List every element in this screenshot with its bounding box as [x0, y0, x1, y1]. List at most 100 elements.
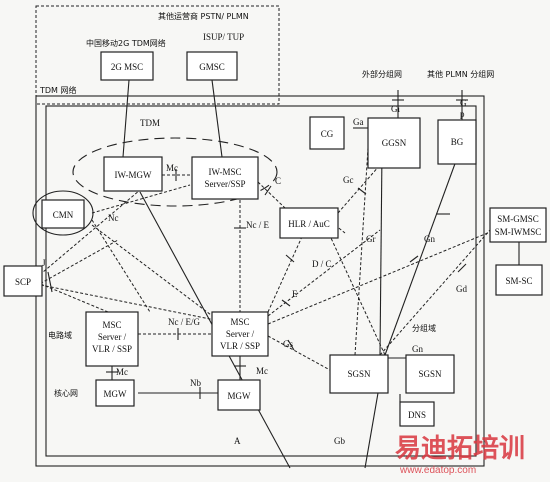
mgw-2-node: [217, 379, 261, 411]
iface-ga: Ga: [353, 117, 364, 127]
scp-label: SCP: [15, 277, 31, 287]
iface-gr: Gr: [366, 234, 376, 244]
msc-server-2-label-1: MSC: [230, 317, 249, 327]
msc-server-1-node: [85, 311, 139, 367]
iw-mgw-node: [103, 156, 163, 192]
msc-server-2-node: [211, 311, 269, 357]
cg-node: [309, 116, 345, 150]
tick: [281, 299, 291, 307]
gmsc-label: GMSC: [199, 62, 225, 72]
sgsn-1-node: [329, 354, 389, 394]
packet-domain-label: 分组域: [412, 323, 436, 333]
tdm-network-label: TDM 网络: [39, 85, 77, 95]
core-network-inner-frame: [45, 105, 477, 457]
link-scp-cmn: [35, 239, 119, 287]
link-cmn-iwmsc: [91, 184, 191, 214]
external-packet-net-label: 外部分组网: [362, 69, 402, 79]
iface-a: A: [234, 436, 241, 446]
link-j: [35, 281, 109, 313]
cmn-label: CMN: [53, 210, 74, 220]
sm-gmsc-node: [489, 207, 547, 243]
mgw-1-node: [95, 379, 135, 407]
tick: [357, 187, 367, 195]
2g-msc-label: 2G MSC: [111, 62, 143, 72]
link-gd: [379, 229, 491, 356]
iw-mgw-label: IW-MGW: [115, 170, 152, 180]
msc-server-1-label-1: MSC: [102, 320, 121, 330]
iface-gd: Gd: [456, 284, 467, 294]
isup-tup-label: ISUP/ TUP: [203, 32, 244, 42]
mgw-1-label: MGW: [104, 389, 128, 399]
link-gs: [267, 335, 331, 371]
cg-label: CG: [321, 129, 334, 139]
sgsn-1-label: SGSN: [347, 369, 371, 379]
sm-sc-label: SM-SC: [505, 276, 532, 286]
link-gr: [324, 224, 386, 356]
link-scp-msc2: [35, 283, 216, 321]
watermark-text: 易迪拓培训: [395, 434, 525, 464]
link-sgsn-ggsn: [379, 149, 383, 356]
cm-2g-tdm-label: 中国移动2G TDM网络: [86, 38, 166, 48]
cmn-node: [41, 199, 85, 229]
core-network-label: 核心网: [54, 388, 78, 398]
link-gb: [364, 392, 379, 469]
tdm-network-region: [35, 5, 280, 105]
2g-msc-node: [100, 51, 154, 81]
link-cmn-msc2: [91, 224, 216, 319]
bg-label: BG: [451, 137, 464, 147]
link-e-smgmsc: [267, 231, 491, 325]
link-ga-sgsn: [354, 147, 369, 356]
iface-nc-e: Nc / E: [246, 220, 269, 230]
tick: [287, 339, 295, 351]
msc-server-2-label-3: VLR / SSP: [220, 341, 260, 351]
dns-node: [399, 401, 435, 427]
link-gn-top: [384, 149, 461, 356]
other-plmn-packet-net-label: 其他 PLMN 分组网: [427, 69, 494, 79]
other-operator-label: 其他运营商 PSTN/ PLMN: [158, 11, 249, 21]
iface-mc1: Mc: [116, 367, 128, 377]
iface-gs: Gs: [283, 339, 293, 349]
iface-tdm: TDM: [140, 118, 160, 128]
iface-mc-top: Mc: [166, 163, 178, 173]
dns-label: DNS: [408, 410, 426, 420]
iface-gb: Gb: [334, 436, 345, 446]
link-2gmsc-iwmgw: [122, 79, 130, 158]
link-gmsc-iwmsc: [211, 79, 223, 158]
interworking-ellipse: [72, 137, 278, 207]
sm-sc-node: [495, 264, 543, 296]
msc-server-2-label-2: Server /: [226, 329, 255, 339]
iface-gn-top: Gn: [424, 234, 435, 244]
iface-gc: Gc: [343, 175, 354, 185]
iw-msc-node: [191, 156, 259, 200]
iface-j: J: [42, 258, 46, 268]
hlr-auc-label: HLR / AuC: [288, 219, 330, 229]
iface-gn-bot: Gn: [412, 344, 423, 354]
link-dc: [267, 229, 306, 313]
gmsc-node: [186, 51, 238, 81]
iface-p: p: [460, 109, 465, 119]
iface-c: C: [275, 176, 281, 186]
watermark-url: www.edatop.com: [399, 465, 476, 476]
sm-gmsc-label-2: SM-IWMSC: [495, 227, 542, 237]
circuit-domain-label: 电路域: [48, 330, 72, 340]
ggsn-node: [367, 117, 421, 169]
iface-gi: Gi: [391, 104, 400, 114]
link-c: [257, 181, 286, 209]
sm-gmsc-label-1: SM-GMSC: [497, 214, 539, 224]
iface-g: G: [460, 98, 467, 108]
tick: [47, 271, 53, 293]
tick: [457, 263, 467, 273]
iw-msc-label-2: Server/SSP: [204, 179, 245, 189]
iface-dc: D / C: [312, 259, 332, 269]
sgsn-2-node: [405, 354, 455, 394]
link-scp-iwmgw: [35, 189, 141, 279]
bg-node: [437, 119, 477, 165]
iface-mc2: Mc: [256, 366, 268, 376]
hlr-auc-node: [279, 207, 339, 239]
scp-node: [3, 265, 43, 297]
tick: [409, 255, 419, 263]
iw-msc-label-1: IW-MSC: [208, 167, 241, 177]
link-e: [267, 229, 381, 317]
